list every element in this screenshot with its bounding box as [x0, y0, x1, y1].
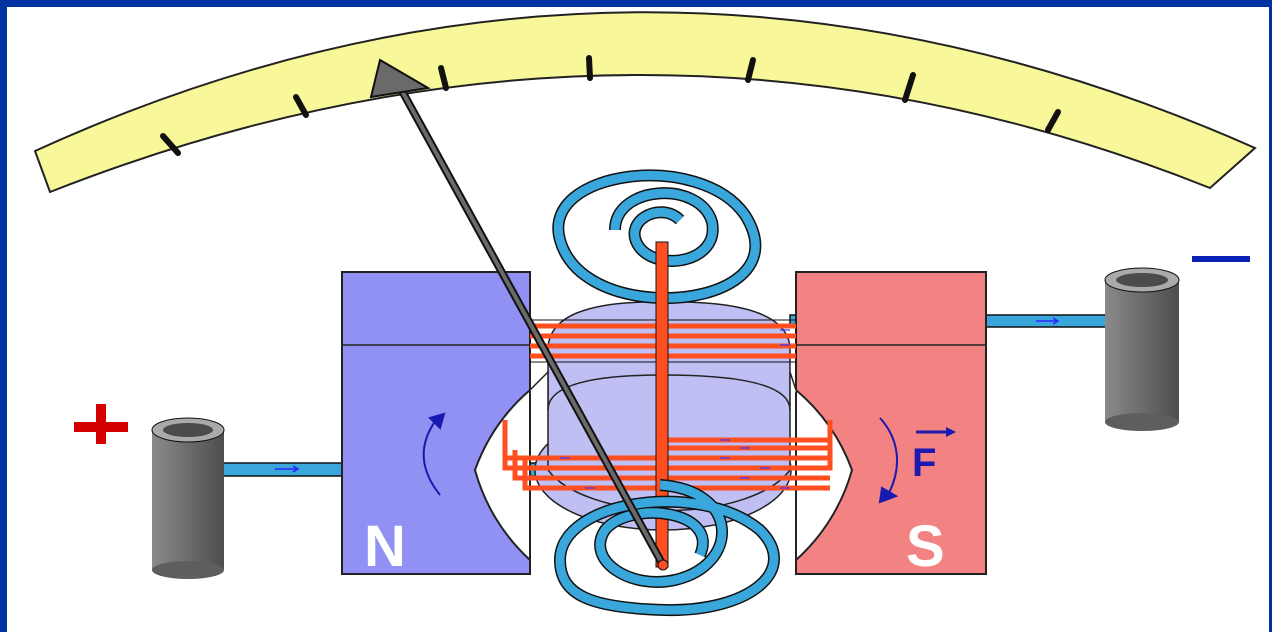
current-arrows: [275, 317, 1060, 473]
minus-terminal-sign: [1192, 256, 1250, 262]
coil-windings: [502, 319, 833, 491]
plus-terminal-sign: [74, 404, 128, 444]
meter-scale: [33, 11, 1257, 194]
force-label: F: [912, 427, 956, 485]
rotation-arrow-left-icon: [422, 412, 446, 496]
positive-terminal: [151, 417, 225, 579]
north-pole-label: N: [364, 514, 406, 579]
pole-gap-left: [473, 387, 531, 563]
south-pole-label: S: [906, 514, 945, 579]
pole-gap-right: [795, 387, 854, 563]
negative-terminal: [1104, 267, 1180, 431]
rotation-arrow-right-icon: [878, 417, 899, 504]
svg-text:F: F: [912, 441, 936, 485]
pointer-needle: [369, 58, 669, 571]
scale-ticks: [160, 55, 1061, 156]
